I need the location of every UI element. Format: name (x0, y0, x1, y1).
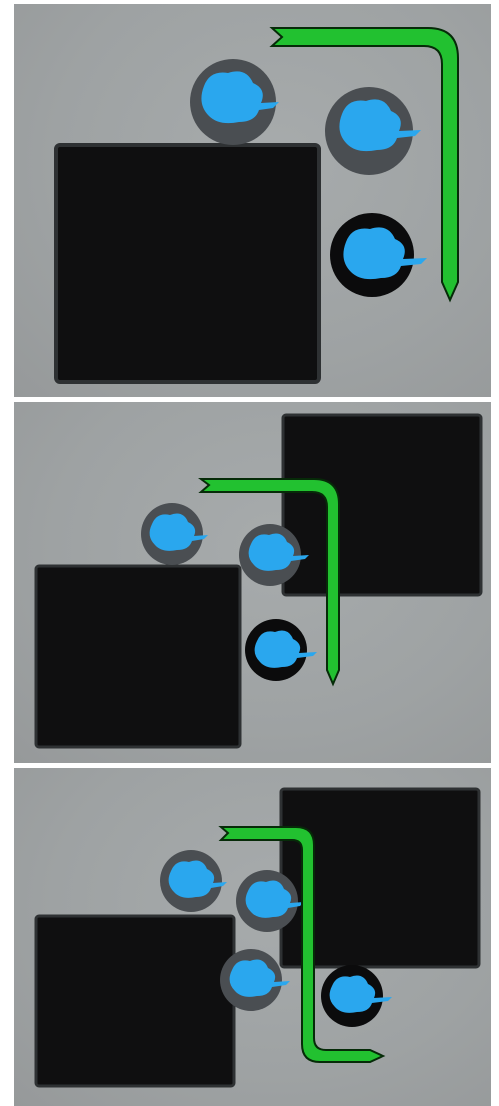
table (36, 566, 240, 747)
scene-2-canvas (14, 402, 491, 763)
scene-panel-2 (14, 402, 491, 763)
cup-icon (160, 850, 227, 912)
cup-icon (321, 965, 392, 1027)
blue-object-icon (343, 227, 427, 279)
scene-3-canvas (14, 768, 491, 1106)
cup-icon (245, 619, 317, 681)
cup-icon (325, 87, 421, 175)
table (36, 916, 234, 1086)
scene-1-canvas (14, 4, 491, 397)
scene-panel-1 (14, 4, 491, 397)
table (283, 415, 481, 595)
cup-icon (330, 213, 427, 297)
cup-icon (190, 59, 279, 145)
table (56, 145, 319, 382)
blue-object-icon (255, 631, 317, 668)
scene-panel-3 (14, 768, 491, 1106)
cup-icon (141, 503, 208, 565)
